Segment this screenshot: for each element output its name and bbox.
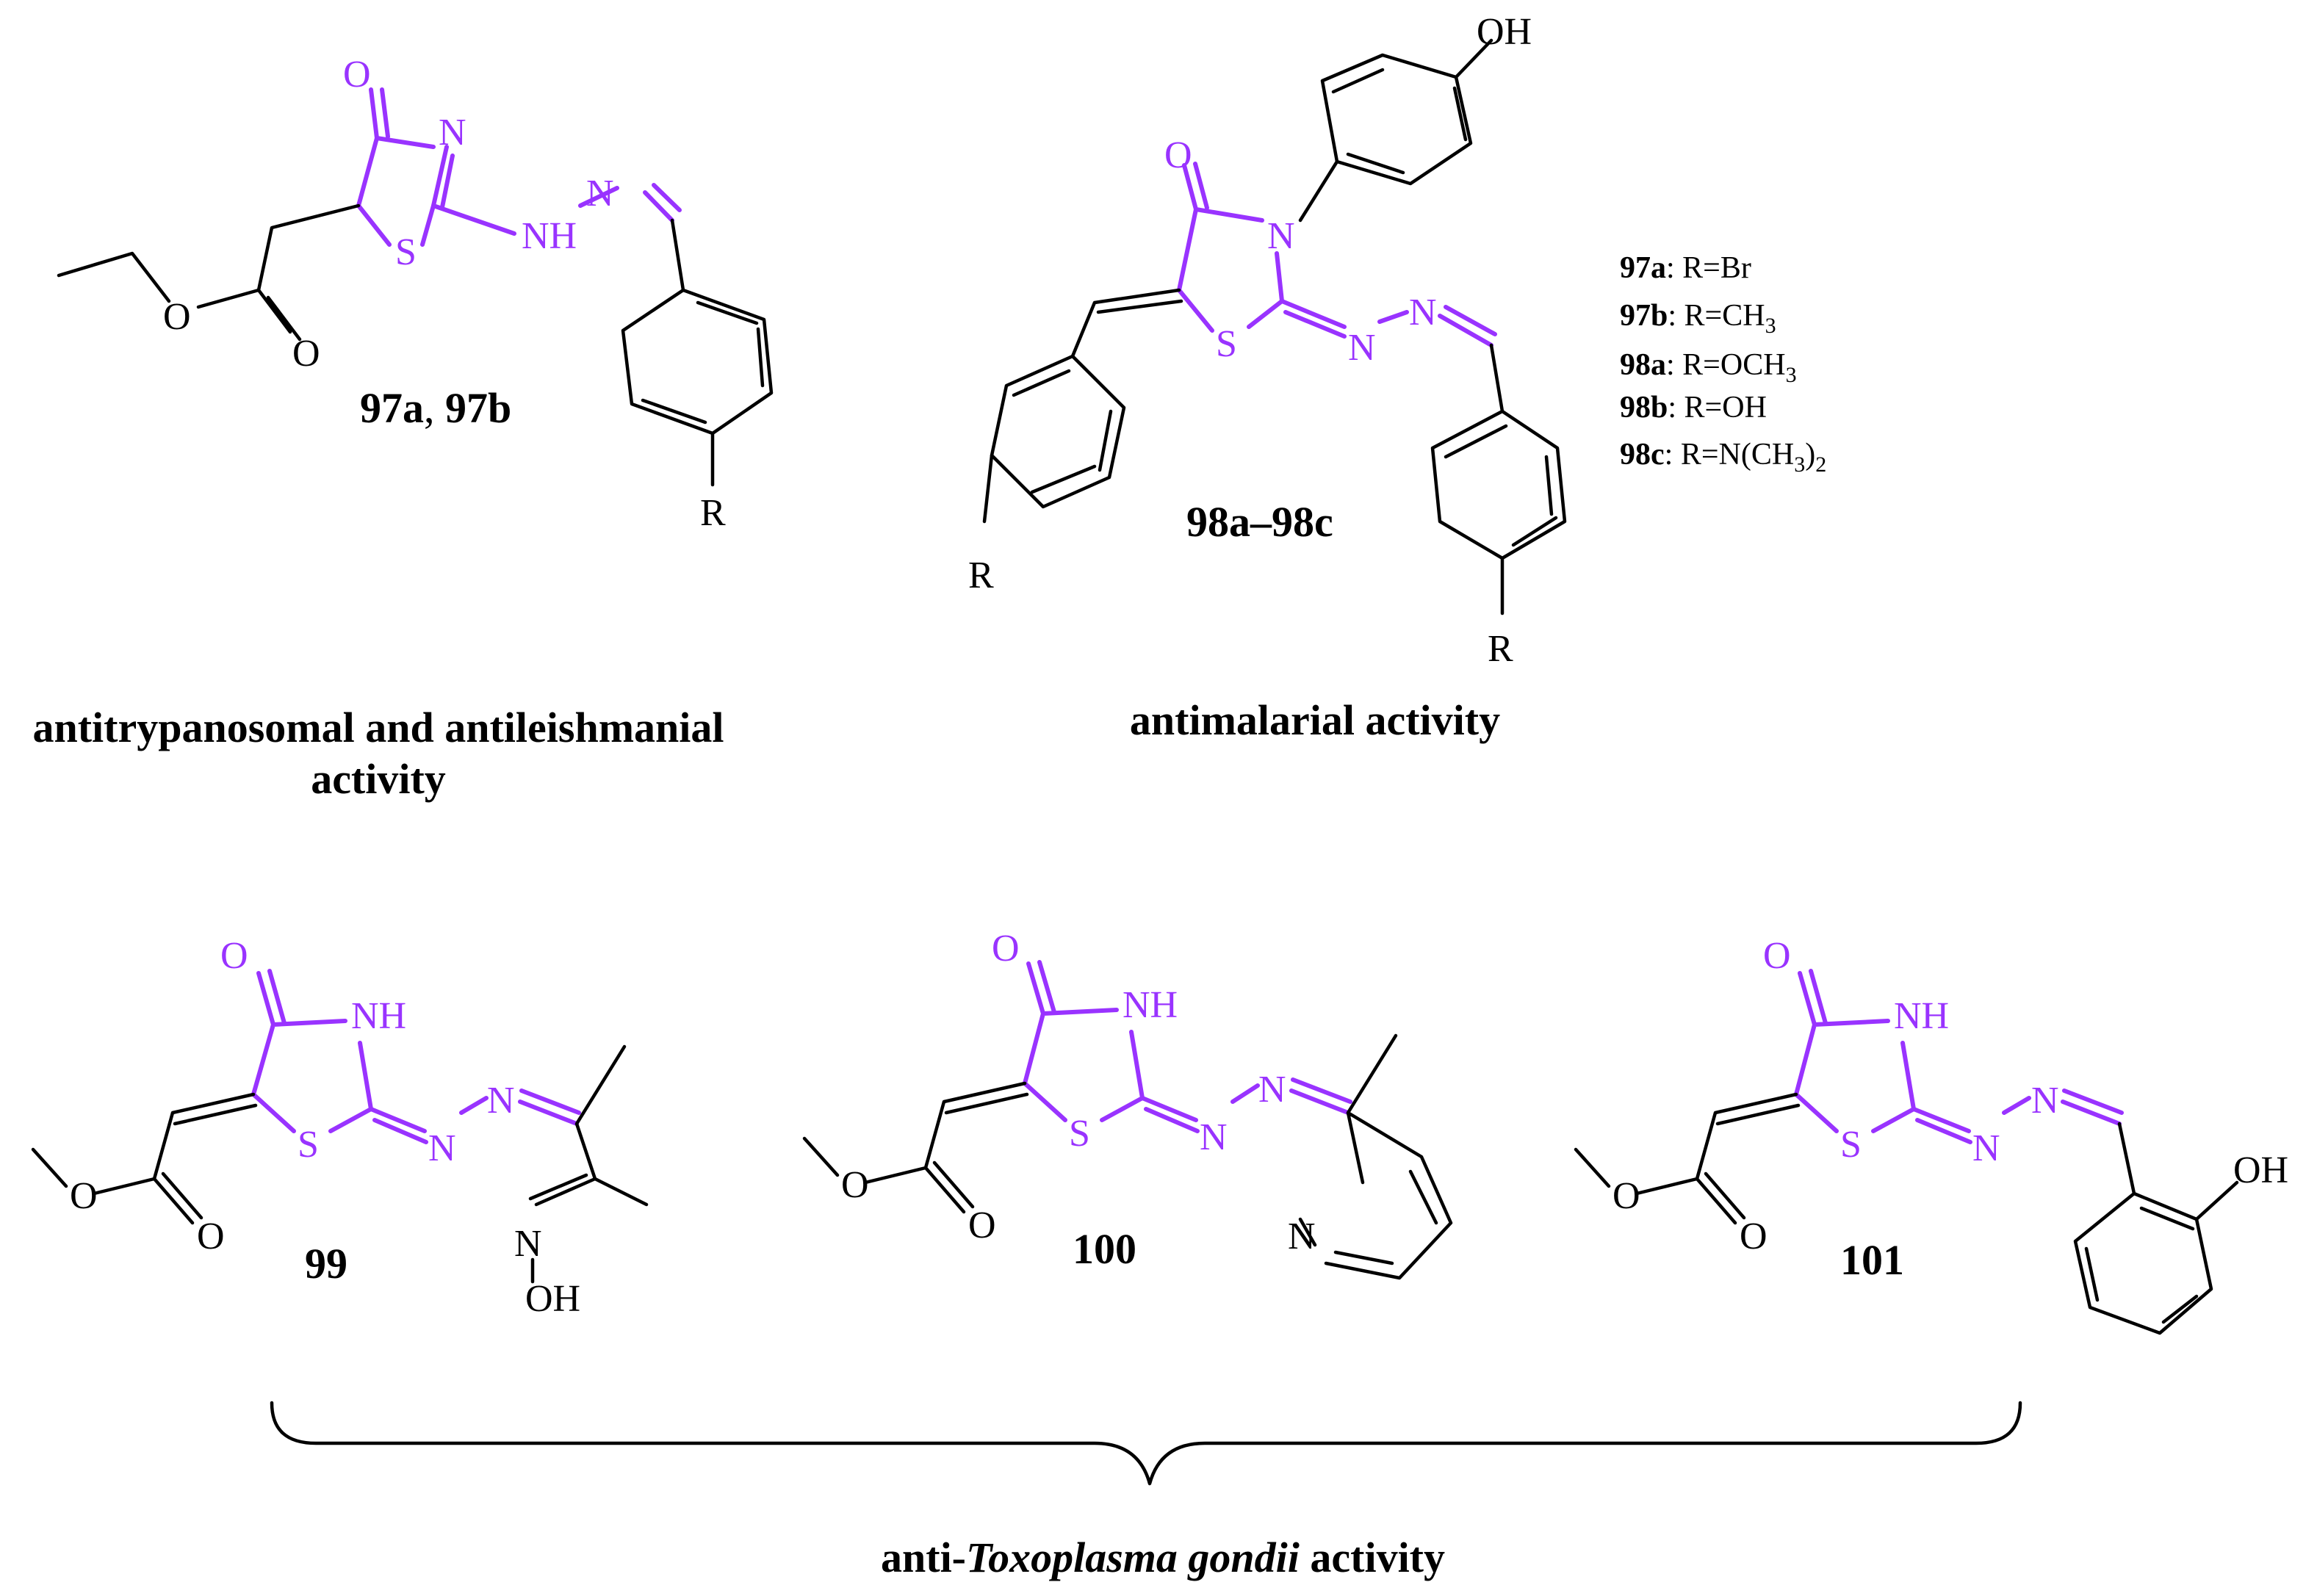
structure-100: O NH S N N O O N 100: [802, 928, 1453, 1280]
s98-atom-S-ring: S: [1216, 323, 1237, 365]
s99-atom-N-azine1: N: [428, 1127, 456, 1169]
legend-row-98b: 98b: R=OH: [1620, 391, 1767, 425]
legend-row-98a: 98a: R=OCH3: [1620, 348, 1797, 387]
s97-phenyl: [621, 218, 774, 436]
s97-atom-R: R: [700, 492, 726, 534]
s100-compound-label: 100: [1073, 1225, 1136, 1273]
s98-phenyl-left: [990, 354, 1126, 509]
s100-pyridine: [1298, 1111, 1453, 1280]
s100-ring-bonds: [1023, 960, 1145, 1122]
s97-ring-bonds: [356, 87, 455, 247]
s99-atom-NH: NH: [351, 995, 406, 1037]
s98-compound-label: 98a–98c: [1186, 498, 1333, 546]
s100-atom-N-azine1: N: [1200, 1116, 1228, 1158]
r-group-legend: 97a: R=Br 97b: R=CH3 98a: R=OCH3 98b: R=…: [1620, 251, 1826, 477]
s101-ring-bonds: [1794, 969, 1916, 1133]
s97-atom-NH: NH: [522, 215, 577, 257]
s98-phenyl-right: [1430, 409, 1567, 560]
caption-antimalarial: antimalarial activity: [1130, 696, 1500, 744]
s99-ring-bonds: [251, 969, 373, 1133]
s100-atom-NH: NH: [1123, 984, 1178, 1026]
grouping-brace: [270, 1401, 2022, 1486]
s97-atom-O-ester-single: O: [163, 296, 191, 338]
s100-atom-N-pyridine: N: [1288, 1216, 1316, 1257]
legend-row-97a: 97a: R=Br: [1620, 251, 1751, 285]
s98-atom-N-azine2: N: [1409, 292, 1437, 333]
s101-phenol: [2073, 1122, 2213, 1335]
s98-atom-N-ring: N: [1267, 215, 1295, 257]
s99-atom-OH: OH: [525, 1278, 580, 1320]
s97-atom-S-ring: S: [395, 231, 417, 273]
s101-compound-label: 101: [1840, 1236, 1904, 1284]
s101-atom-O-ester-single: O: [1612, 1175, 1640, 1217]
s99-compound-label: 99: [305, 1240, 347, 1288]
caption-antitrypanosomal-line2: activity: [311, 755, 446, 803]
s101-atom-N-azine1: N: [1972, 1127, 2000, 1169]
s97-atom-O-ester-double: O: [292, 333, 320, 375]
s98-atom-N-azine1: N: [1348, 327, 1376, 369]
s101-atom-NH: NH: [1894, 995, 1949, 1037]
s99-atom-N-oxime: N: [514, 1223, 542, 1265]
legend-row-97b: 97b: R=CH3: [1620, 299, 1776, 338]
s98-hydroxyphenyl: [1320, 53, 1473, 186]
s99-atom-N-azine2: N: [487, 1080, 515, 1122]
s100-atom-O-keto: O: [992, 928, 1020, 969]
structure-99: O NH S N N O O N OH 99: [31, 935, 649, 1320]
s99-atom-O-keto: O: [220, 935, 248, 977]
s98-atom-OH: OH: [1477, 11, 1532, 53]
s97-atom-N-imine: N: [586, 173, 614, 214]
s98-ring-bonds: [1177, 162, 1284, 333]
structure-101: O NH S N N O O OH 101: [1574, 935, 2288, 1335]
s100-atom-O-ester-single: O: [841, 1164, 869, 1206]
structure-97: O N S NH N O O R 97a, 97b: [57, 54, 774, 534]
caption-toxoplasma: anti-Toxoplasma gondii activity: [881, 1534, 1445, 1581]
s101-atom-O-ester-double: O: [1740, 1216, 1768, 1257]
s97-atom-N-ring: N: [439, 112, 466, 154]
s101-atom-O-keto: O: [1763, 935, 1791, 977]
s100-atom-S-ring: S: [1069, 1113, 1090, 1155]
s101-atom-OH: OH: [2233, 1149, 2288, 1191]
legend-row-98c: 98c: R=N(CH3)2: [1620, 438, 1826, 477]
s101-atom-N-azine2: N: [2031, 1080, 2059, 1122]
s98-atom-R-left: R: [968, 555, 994, 596]
s100-atom-O-ester-double: O: [968, 1205, 996, 1246]
s99-atom-O-ester-double: O: [197, 1216, 225, 1257]
s97-atom-O-keto: O: [343, 54, 371, 95]
s101-atom-S-ring: S: [1840, 1124, 1862, 1166]
s98-atom-R-right: R: [1488, 628, 1513, 670]
s97-compound-label: 97a, 97b: [360, 384, 511, 432]
s99-atom-S-ring: S: [298, 1124, 319, 1166]
s98-atom-O-keto: O: [1164, 134, 1192, 176]
s97-ester-bonds: [57, 203, 361, 342]
s99-atom-O-ester-single: O: [70, 1175, 98, 1217]
caption-antitrypanosomal-line1: antitrypanosomal and antileishmanial: [32, 704, 724, 751]
structure-98: OH O N S N N R R 98a–98c: [968, 11, 1567, 670]
s100-atom-N-azine2: N: [1258, 1069, 1286, 1111]
